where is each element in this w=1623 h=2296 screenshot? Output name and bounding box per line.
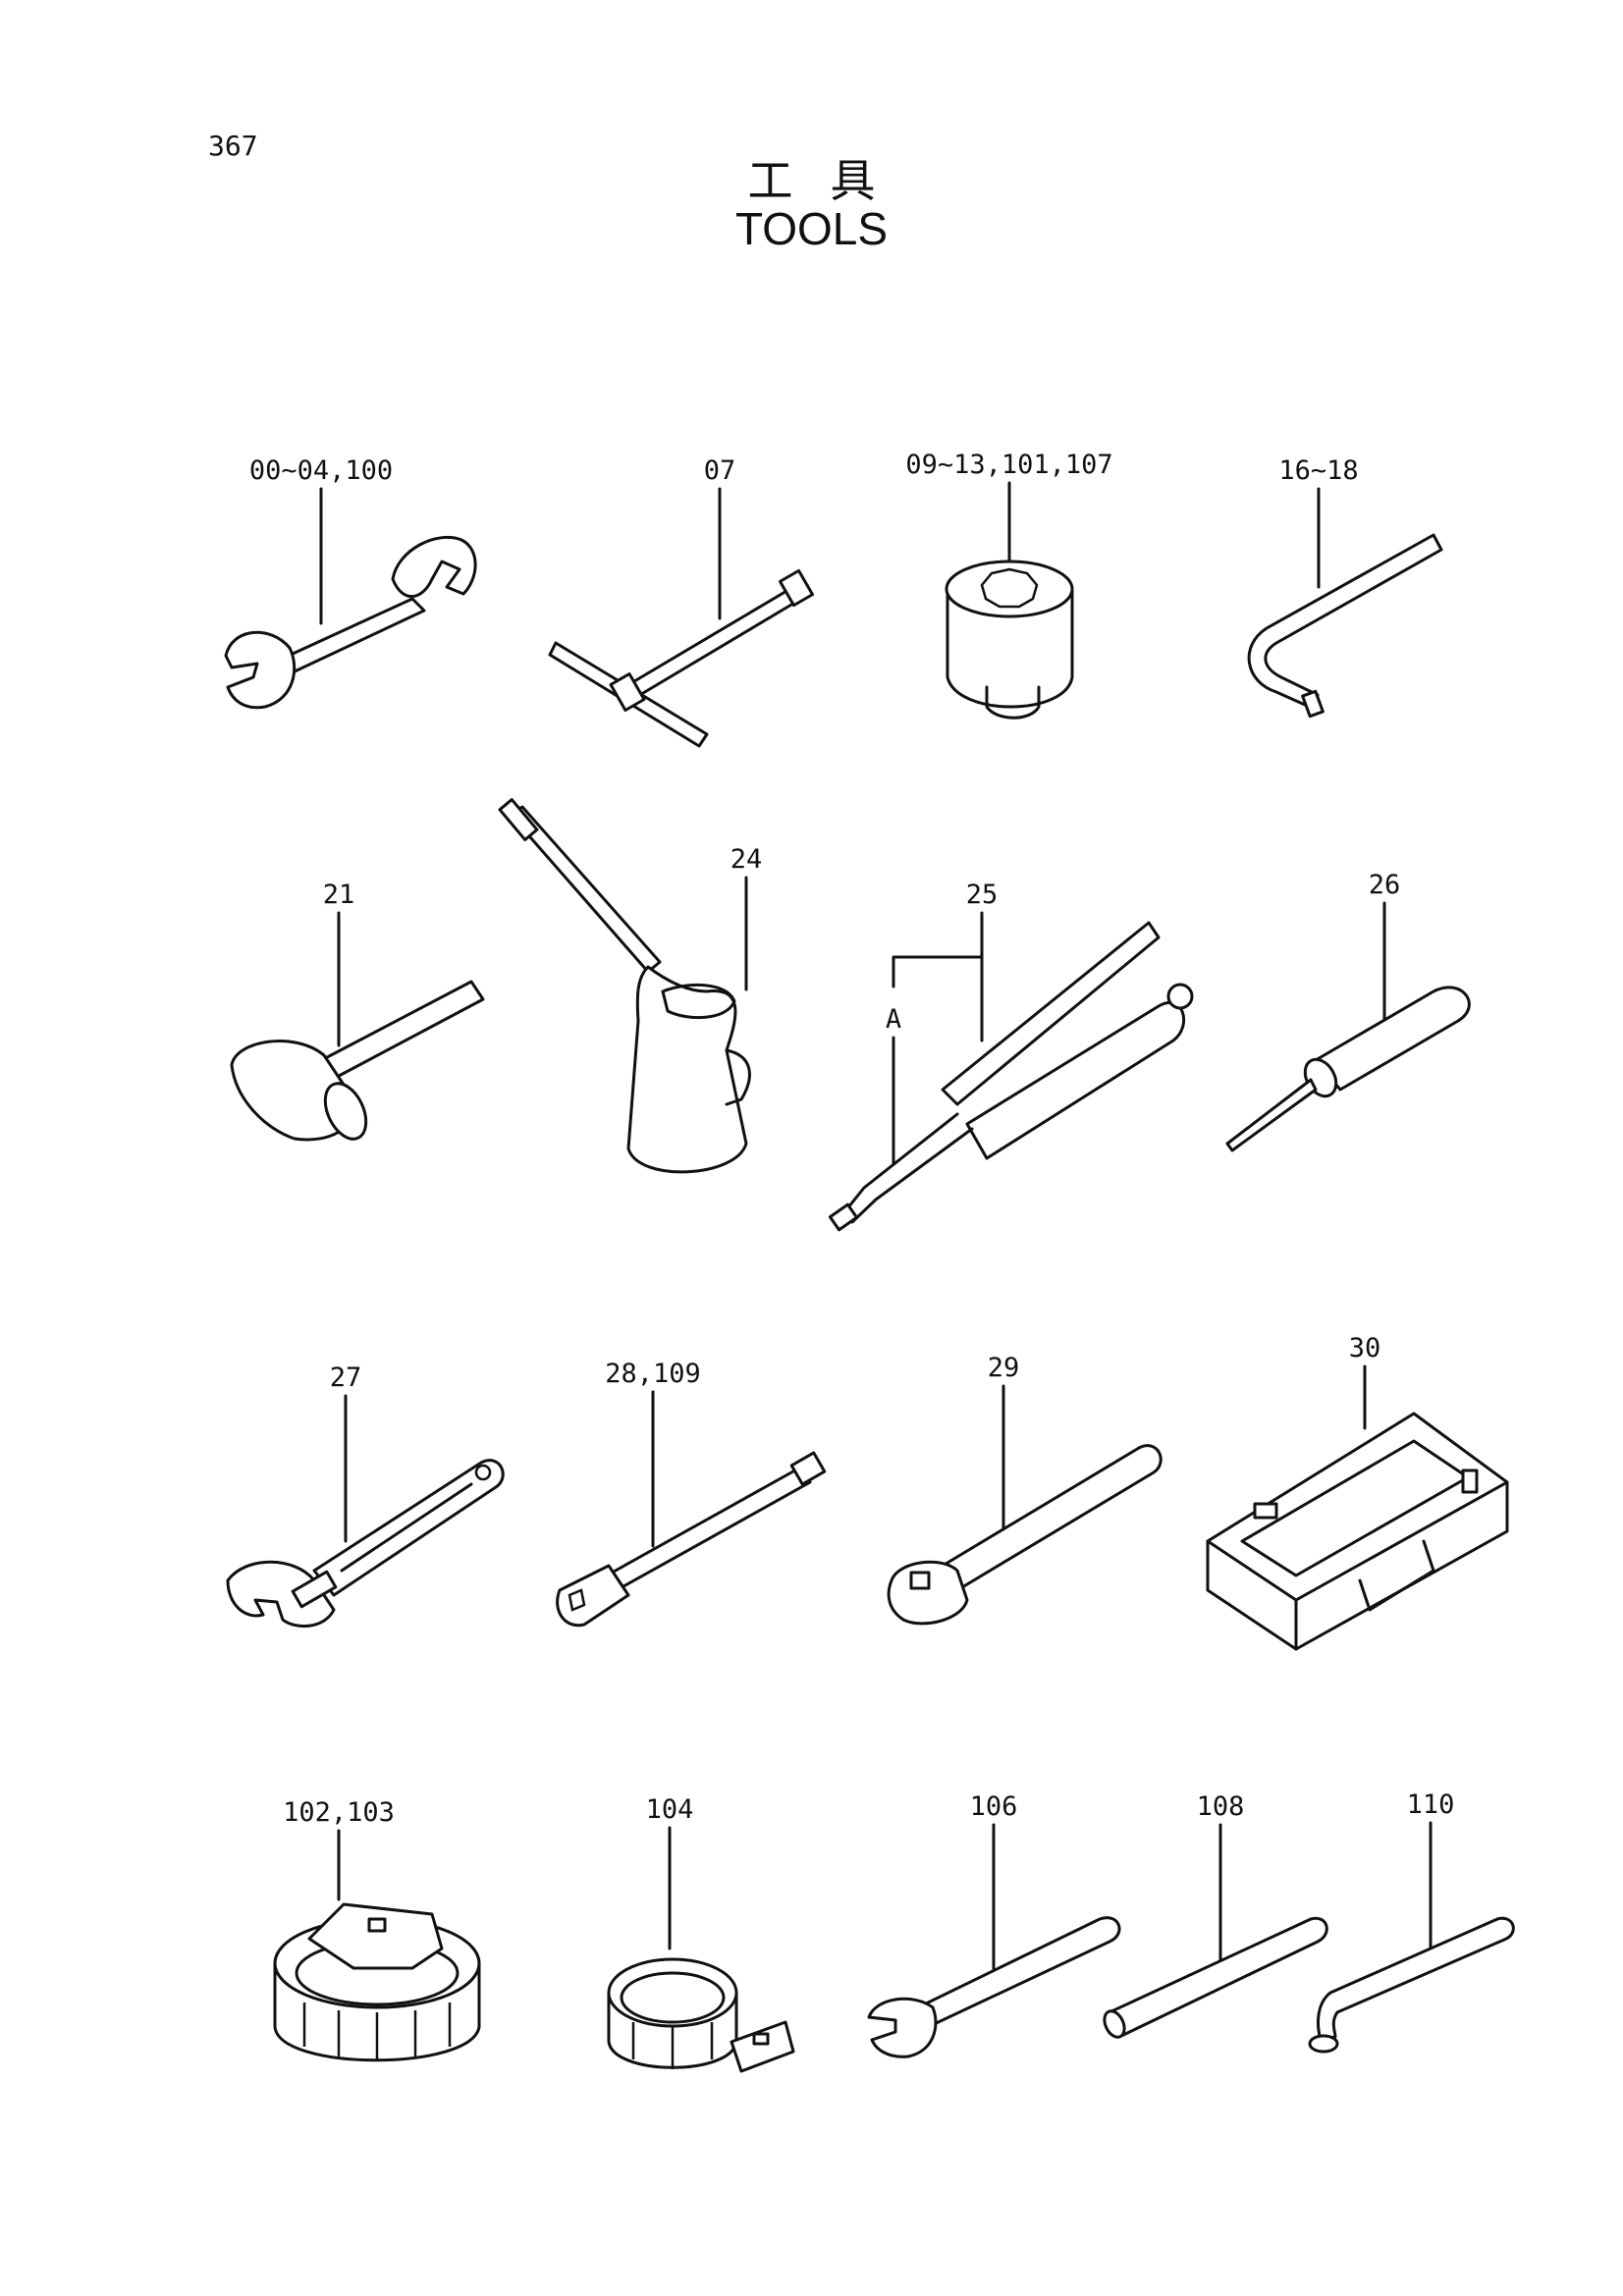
callout-filter-wrench-large: 102,103 [283, 1797, 395, 1828]
bent-rod-item[interactable]: 110 [1308, 1789, 1515, 2054]
adjustable-wrench-item[interactable]: 27 [226, 1362, 505, 1629]
wrench-item[interactable]: 00~04,100 [224, 455, 477, 710]
filter-wrench-small-item[interactable]: 104 [607, 1794, 795, 2073]
t-handle-item[interactable]: 07 [548, 455, 815, 748]
callout-grease-gun-sub: A [886, 1004, 901, 1035]
hammer-item[interactable]: 21 [230, 880, 485, 1146]
socket-icon [945, 560, 1074, 720]
callout-wrench: 00~04,100 [249, 455, 393, 486]
tool-box-icon [1206, 1412, 1509, 1651]
filter-wrench-icon [607, 1957, 795, 2073]
callout-grease-gun: 25 [966, 880, 999, 910]
spanner-icon [867, 1916, 1121, 2058]
callout-ratchet: 29 [988, 1353, 1020, 1383]
callout-spanner: 106 [970, 1791, 1018, 1822]
callout-socket: 09~13,101,107 [905, 450, 1112, 480]
callout-hex-key: 16~18 [1278, 455, 1358, 486]
callout-extension-bar: 28,109 [605, 1359, 701, 1389]
callout-adjustable-wrench: 27 [330, 1362, 362, 1393]
hex-key-item[interactable]: 16~18 [1247, 455, 1443, 719]
callout-t-handle: 07 [704, 455, 736, 486]
screwdriver-item[interactable]: 26 [1225, 870, 1471, 1152]
ratchet-item[interactable]: 29 [887, 1353, 1163, 1626]
socket-item[interactable]: 09~13,101,107 [905, 450, 1113, 720]
callout-tool-box: 30 [1349, 1333, 1381, 1363]
callout-hammer: 21 [323, 880, 355, 910]
bar-icon [1103, 1916, 1328, 2039]
filter-wrench-large-item[interactable]: 102,103 [273, 1797, 481, 2062]
extension-bar-item[interactable]: 28,109 [556, 1359, 827, 1628]
callout-screwdriver: 26 [1369, 870, 1401, 900]
filter-wrench-icon [273, 1902, 481, 2062]
tool-box-item[interactable]: 30 [1206, 1333, 1509, 1651]
bar-item[interactable]: 108 [1101, 1791, 1328, 2040]
leader-line [892, 955, 984, 988]
callout-bar: 108 [1197, 1791, 1245, 1822]
wrench-icon [224, 535, 477, 710]
screwdriver-icon [1225, 986, 1471, 1152]
adjustable-wrench-icon [226, 1459, 505, 1629]
hex-key-icon [1247, 533, 1443, 719]
oil-can-item[interactable]: 24 [498, 798, 763, 1174]
callout-oil-can: 24 [730, 844, 763, 875]
hammer-icon [230, 980, 485, 1142]
page-number: 367 [208, 130, 258, 162]
callout-bent-rod: 110 [1407, 1789, 1455, 1820]
extension-bar-icon [556, 1451, 827, 1628]
grease-gun-item[interactable]: 25 A [828, 880, 1194, 1232]
grease-gun-icon [828, 921, 1194, 1232]
t-handle-icon [548, 568, 815, 748]
page-title-jp: 工具 [747, 154, 913, 207]
ratchet-icon [887, 1444, 1163, 1626]
page-title: TOOLS [734, 203, 889, 254]
callout-filter-wrench-small: 104 [646, 1794, 694, 1825]
bent-rod-icon [1308, 1916, 1515, 2054]
oil-can-icon [498, 798, 751, 1174]
spanner-item[interactable]: 106 [867, 1791, 1121, 2058]
